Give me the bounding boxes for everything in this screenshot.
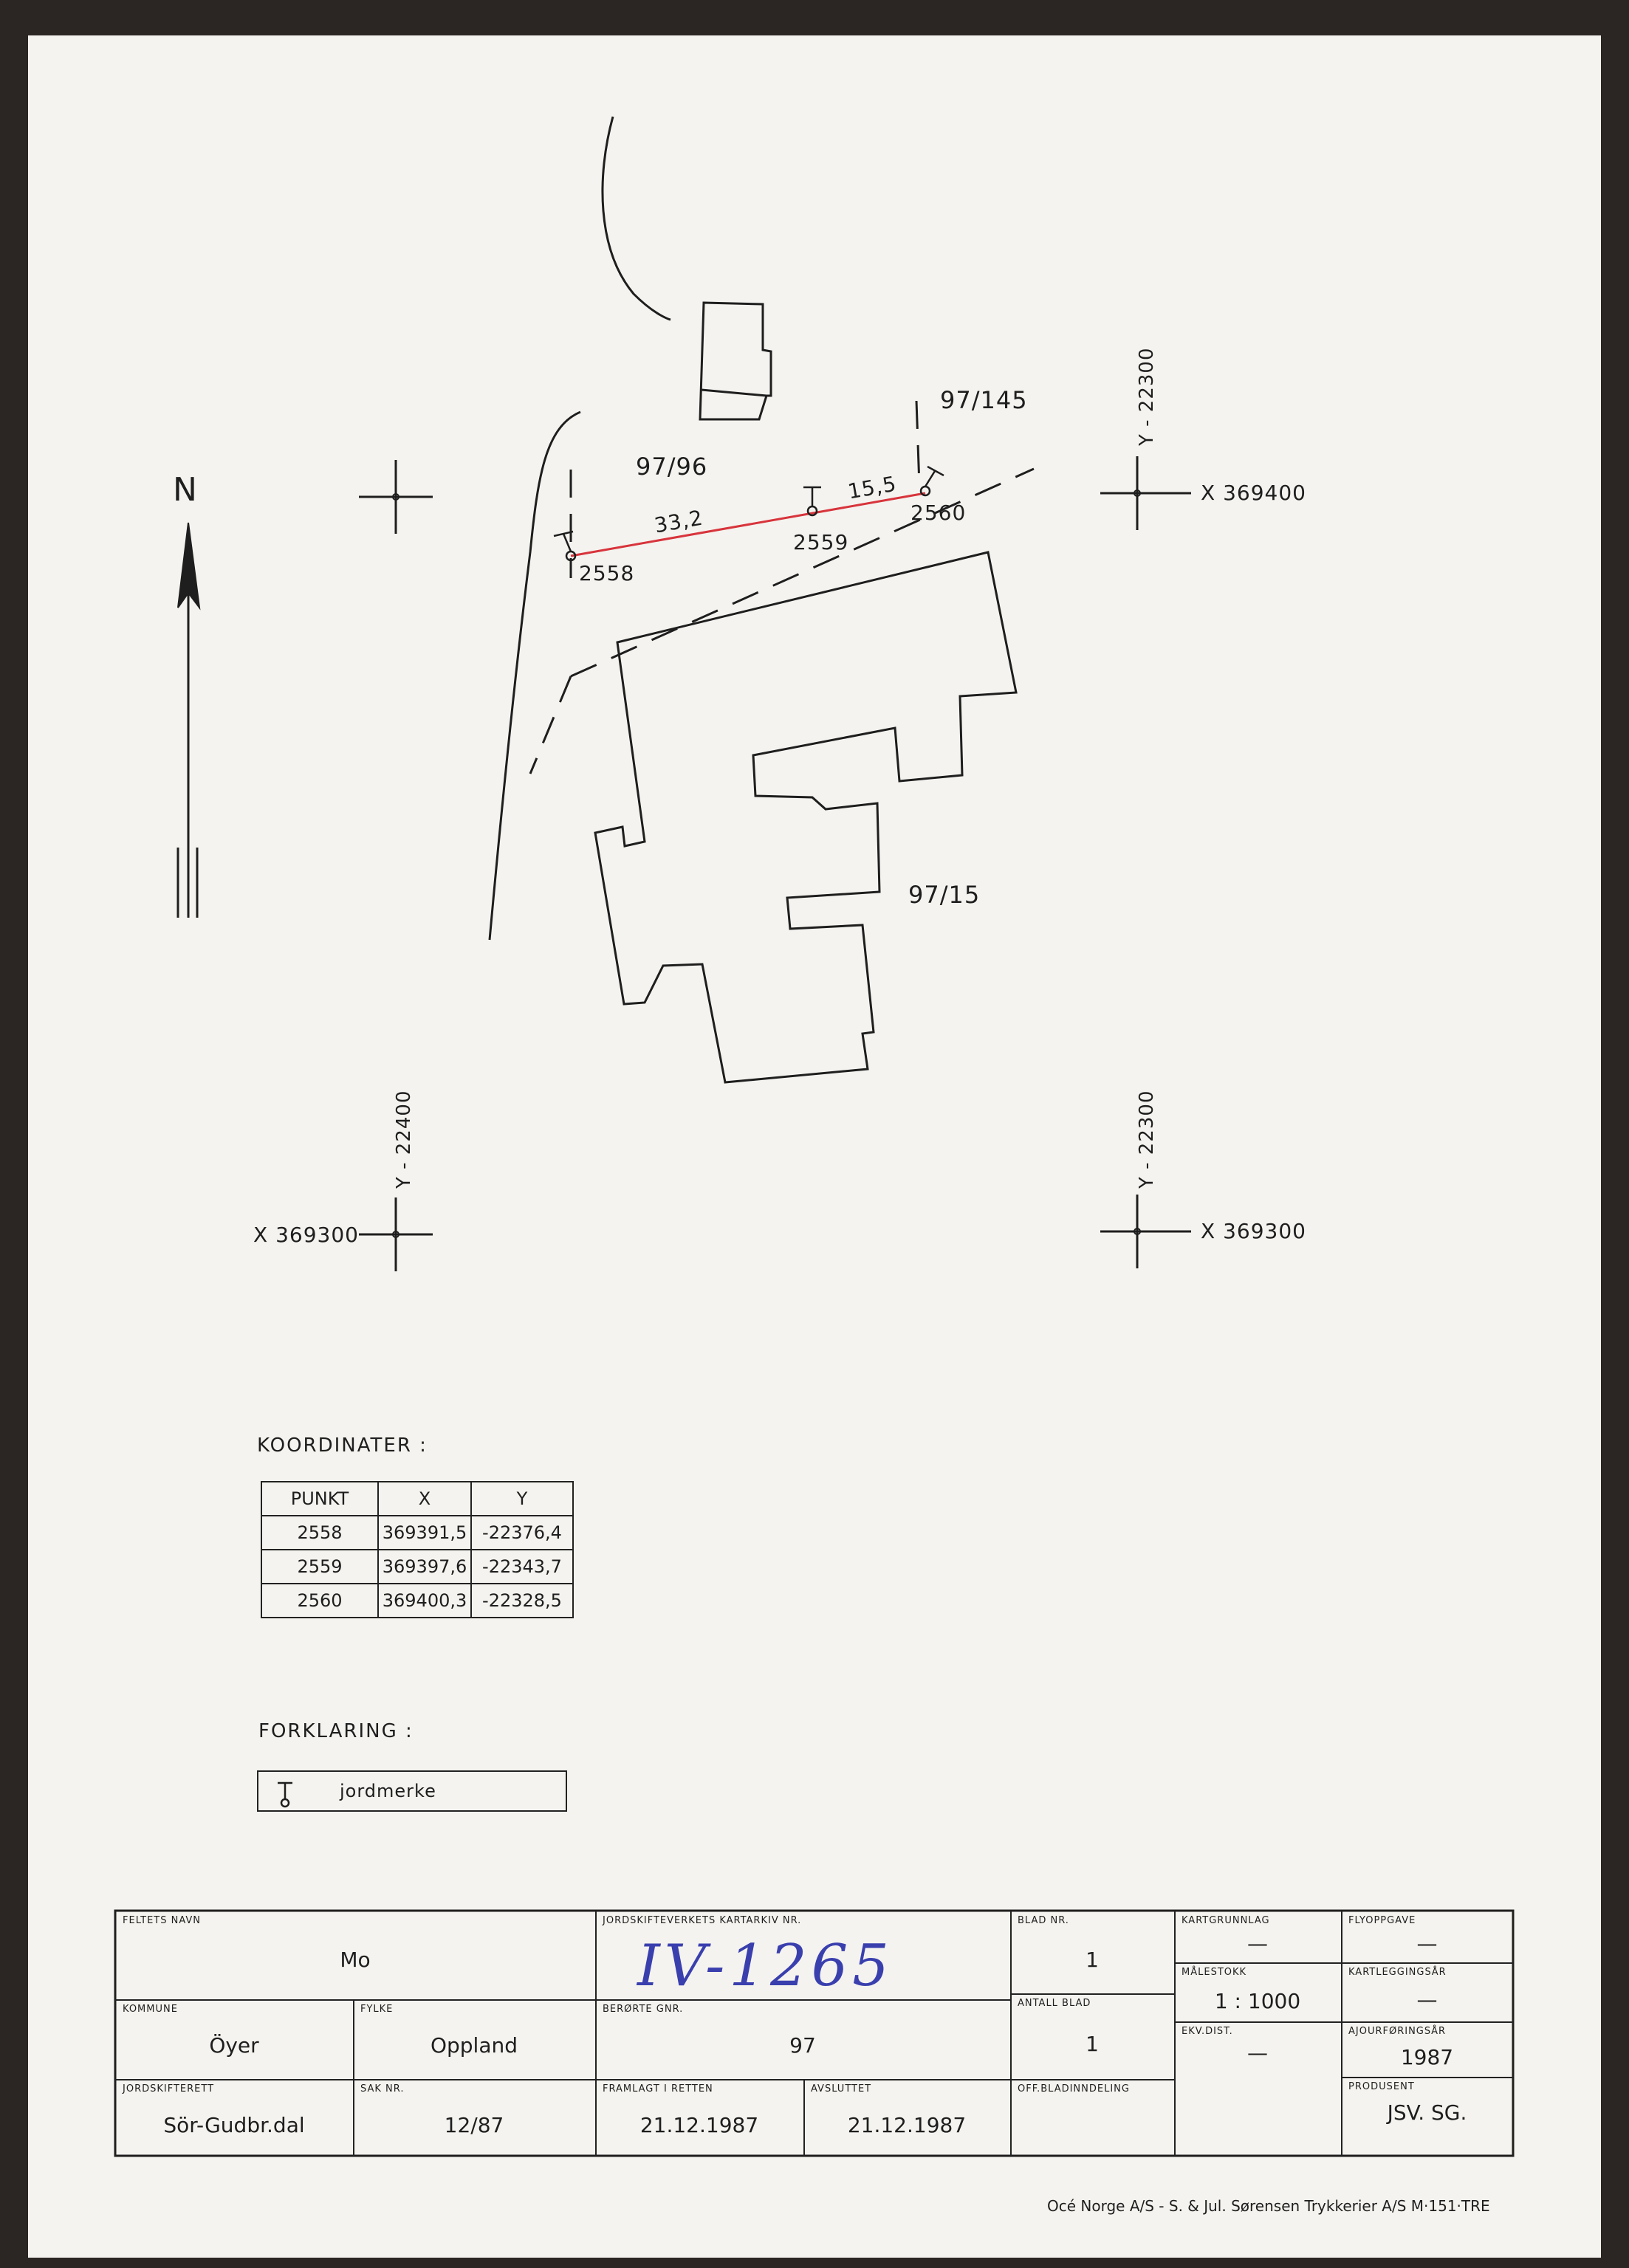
map-drawing [114,116,1515,2157]
road-line-upper [601,116,671,321]
tb-kartleggingsar: KARTLEGGINGSÅR — [1348,1967,1447,2012]
coord-header-y: Y [470,1481,574,1516]
point-label-2559: 2559 [793,530,849,554]
map-sheet: N 97/96 97/145 97/15 2558 2559 2560 33,2… [28,35,1601,2258]
parcel-label-97-15: 97/15 [908,881,981,909]
north-label: N [173,471,198,509]
table-row: 2560 369400,3 -22328,5 [261,1583,574,1618]
boundary-dashed [570,467,1035,678]
building-small [699,301,772,421]
tb-antall-blad: ANTALL BLAD 1 [1018,1998,1099,2056]
tb-framlagt: FRAMLAGT I RETTEN 21.12.1987 [603,2083,759,2137]
coord-header-punkt: PUNKT [261,1481,379,1516]
tb-sak-nr: SAK NR. 12/87 [360,2083,504,2137]
legend-title: FORKLARING : [258,1720,414,1742]
table-row: 2558 369391,5 -22376,4 [261,1515,574,1550]
tb-malestokk: MÅLESTOKK 1 : 1000 [1182,1967,1301,2013]
table-row: 2559 369397,6 -22343,7 [261,1549,574,1584]
point-label-2560: 2560 [910,501,967,525]
road-line-lower [488,410,581,941]
grid-label-top-right-x: X 369400 [1201,481,1306,505]
grid-label-top-right-y: Y - 22300 [1136,347,1158,446]
tb-berorte-gnr: BERØRTE GNR. 97 [603,2004,816,2058]
printer-footer: Océ Norge A/S - S. & Jul. Sørensen Trykk… [1047,2197,1490,2215]
grid-label-bottom-left-x: X 369300 [253,1223,359,1247]
tb-feltets-navn: FELTETS NAVN Mo [123,1915,371,1972]
tb-ekv-dist: EKV.DIST. — [1182,2026,1268,2065]
tb-blad-nr: BLAD NR. 1 [1018,1915,1099,1972]
tb-kartarkiv: JORDSKIFTEVERKETS KARTARKIV NR. [603,1915,802,1926]
coordinates-title: KOORDINATER : [257,1434,428,1457]
title-block-frame [114,1909,1515,2157]
tb-flyoppgave: FLYOPPGAVE — [1348,1915,1438,1956]
tb-avsluttet: AVSLUTTET 21.12.1987 [811,2083,967,2137]
parcel-label-97-145: 97/145 [940,386,1028,414]
point-label-2558: 2558 [579,561,635,585]
grid-label-bottom-left-y: Y - 22400 [393,1090,415,1189]
boundary-measured [570,492,926,557]
tb-off-bladinndeling: OFF.BLADINNDELING [1018,2083,1130,2095]
tb-kartgrunnlag: KARTGRUNNLAG — [1182,1915,1270,1956]
tb-jordskifterett: JORDSKIFTERETT Sör-Gudbr.dal [123,2083,305,2137]
tb-ajourforingsar: AJOURFØRINGSÅR 1987 [1348,2026,1454,2069]
legend-box: jordmerke [257,1770,567,1812]
parcel-label-97-96: 97/96 [636,453,708,481]
north-arrow-head [177,522,201,611]
legend-item-jordmerke: jordmerke [340,1781,436,1801]
building-large [594,551,1018,1084]
kartarkiv-number-handwritten: IV-1265 [637,1933,894,1999]
grid-label-bottom-right-y: Y - 22300 [1136,1090,1158,1189]
tb-produsent: PRODUSENT JSV. SG. [1348,2081,1467,2125]
coordinates-table: PUNKT X Y 2558 369391,5 -22376,4 2559 36… [261,1481,574,1618]
grid-label-bottom-right-x: X 369300 [1201,1219,1306,1243]
tb-fylke: FYLKE Oppland [360,2004,518,2058]
tb-kommune: KOMMUNE Öyer [123,2004,259,2058]
coord-header-x: X [377,1481,472,1516]
